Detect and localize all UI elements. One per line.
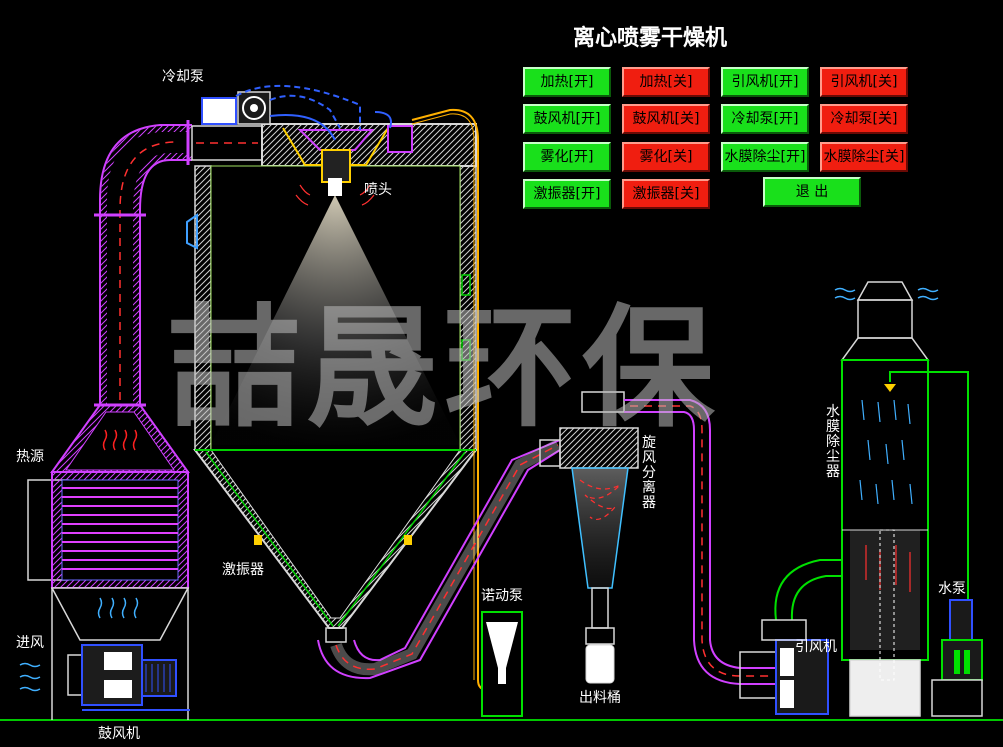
- air-inlet-label: 进风: [16, 635, 44, 651]
- peristaltic-pump-label: 诺动泵: [481, 588, 523, 604]
- water-film-dust-collector: [834, 281, 969, 717]
- page-title: 离心喷雾干燥机: [572, 26, 727, 51]
- hot-air-duct: [94, 120, 263, 407]
- cooling-pump-label: 冷却泵: [162, 69, 204, 85]
- atomize-on-button[interactable]: 雾化[开]: [523, 142, 611, 172]
- heat-source-label: 热源: [16, 449, 44, 465]
- cyclone-separator: [539, 391, 639, 684]
- atomize-off-button[interactable]: 雾化[关]: [622, 142, 710, 172]
- exhaust-duct: [317, 439, 561, 680]
- induced-fan-label: 引风机: [795, 639, 837, 655]
- vibrator-off-button[interactable]: 激振器[关]: [622, 179, 710, 209]
- blower-off-button[interactable]: 鼓风机[关]: [622, 104, 710, 134]
- water-pump-unit: [931, 599, 983, 717]
- heat-source-unit: [19, 404, 190, 720]
- cyclone-separator-label: 旋风分离器: [642, 435, 656, 511]
- discharge-bucket-label: 出料桶: [579, 690, 621, 706]
- peristaltic-pump: [481, 611, 523, 717]
- watermark-text: 喆晟环保: [168, 292, 720, 446]
- water-film-dust-off-button[interactable]: 水膜除尘[关]: [820, 142, 908, 172]
- blower-unit: [67, 644, 190, 711]
- cooling-pump-unit: [201, 84, 392, 141]
- water-pump-label: 水泵: [938, 581, 966, 597]
- water-film-dust-on-button[interactable]: 水膜除尘[开]: [721, 142, 809, 172]
- induced-fan-unit: [739, 559, 850, 715]
- atomizer-nozzle: [282, 125, 413, 206]
- cyclone-to-fan-duct: [624, 399, 775, 685]
- cooling-pump-on-button[interactable]: 冷却泵[开]: [721, 104, 809, 134]
- blower-label: 鼓风机: [98, 726, 140, 742]
- water-film-dust-collector-label: 水膜除尘器: [826, 404, 840, 480]
- drying-tower: [186, 123, 479, 643]
- heating-on-button[interactable]: 加热[开]: [523, 67, 611, 97]
- heating-off-button[interactable]: 加热[关]: [622, 67, 710, 97]
- induced-fan-on-button[interactable]: 引风机[开]: [721, 67, 809, 97]
- blower-on-button[interactable]: 鼓风机[开]: [523, 104, 611, 134]
- vibrator-label: 激振器: [222, 562, 264, 578]
- exit-button[interactable]: 退 出: [763, 177, 861, 207]
- induced-fan-off-button[interactable]: 引风机[关]: [820, 67, 908, 97]
- nozzle-label: 喷头: [364, 182, 392, 198]
- cooling-pump-off-button[interactable]: 冷却泵[关]: [820, 104, 908, 134]
- vibrator-on-button[interactable]: 激振器[开]: [523, 179, 611, 209]
